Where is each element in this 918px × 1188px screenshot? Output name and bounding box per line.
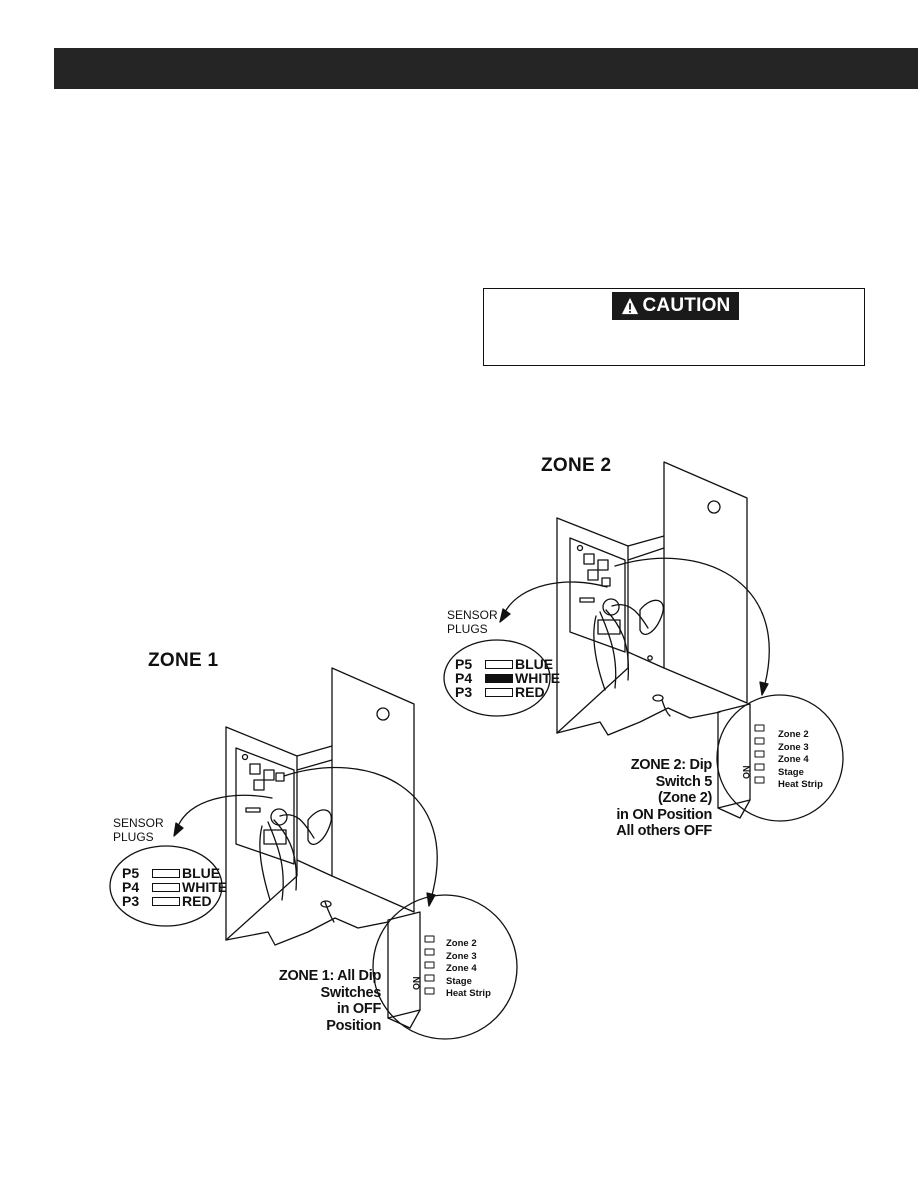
dip-label: Heat Strip xyxy=(446,988,491,999)
zone1-dip-labels: Zone 2 Zone 3 Zone 4 Stage Heat Strip xyxy=(446,938,491,1001)
plug-id: P4 xyxy=(122,879,140,895)
zone2-plug-p3: P3 RED xyxy=(455,685,545,699)
plug-id: P4 xyxy=(455,670,473,686)
zone2-dip-labels: Zone 2 Zone 3 Zone 4 Stage Heat Strip xyxy=(778,729,823,792)
caption-line: in ON Position xyxy=(616,806,712,823)
header-bar xyxy=(54,48,918,89)
dip-label: Zone 4 xyxy=(778,754,809,765)
zone2-caption: ZONE 2: Dip Switch 5 (Zone 2) in ON Posi… xyxy=(616,757,712,840)
zone2-unit xyxy=(443,461,844,822)
dip-label: Stage xyxy=(446,975,472,987)
zone1-plug-p3: P3 RED xyxy=(122,894,212,908)
plug-indicator xyxy=(485,687,513,697)
plug-indicator xyxy=(152,868,180,878)
plug-color: WHITE xyxy=(515,670,561,686)
zone2-sensor-label: SENSOR PLUGS xyxy=(447,608,498,636)
warning-triangle-icon xyxy=(621,297,638,315)
zone2-title: ZONE 2 xyxy=(541,455,612,476)
caption-line: Position xyxy=(326,1017,381,1034)
caption-line: (Zone 2) xyxy=(658,790,712,806)
dip-label: Stage xyxy=(778,766,804,778)
plug-indicator xyxy=(152,896,180,906)
plug-id: P5 xyxy=(122,865,140,881)
plug-id: P3 xyxy=(455,684,473,700)
zone1-title: ZONE 1 xyxy=(148,650,219,671)
caption-line: ZONE 2: Dip xyxy=(630,757,713,773)
plug-id: P5 xyxy=(455,656,473,672)
dip-label: Zone 2 xyxy=(778,729,809,740)
caption-line: Switches xyxy=(320,984,382,1001)
caption-line: All others OFF xyxy=(616,823,712,839)
dip-label: Zone 2 xyxy=(446,938,477,949)
zone2-plug-p5: P5 BLUE xyxy=(455,657,553,671)
zone1-sensor-label: SENSOR PLUGS xyxy=(113,816,164,844)
dip-label: Zone 4 xyxy=(446,963,477,974)
zone2-sensor-label-line1: SENSOR xyxy=(447,608,498,622)
zone2-plug-p4: P4 WHITE xyxy=(455,671,560,685)
zone1-unit xyxy=(109,667,518,1040)
caution-badge: CAUTION xyxy=(612,292,739,320)
caption-line: ZONE 1: All Dip xyxy=(278,968,381,984)
caution-box: CAUTION xyxy=(483,288,865,366)
plug-color: RED xyxy=(182,893,212,909)
plug-indicator xyxy=(152,882,180,892)
plug-id: P3 xyxy=(122,893,140,909)
plug-indicator xyxy=(485,673,513,683)
zone2-dip-on-label: ON xyxy=(741,765,752,780)
plug-color: RED xyxy=(515,684,545,700)
caption-line: Switch 5 xyxy=(655,773,713,790)
plug-color: BLUE xyxy=(182,865,221,881)
zone2-sensor-label-line2: PLUGS xyxy=(447,622,488,636)
zone1-dip-on-label: ON xyxy=(411,976,422,991)
dip-label: Zone 3 xyxy=(778,741,809,753)
dip-label: Heat Strip xyxy=(778,779,823,790)
caution-label: CAUTION xyxy=(642,295,731,316)
zone1-caption: ZONE 1: All Dip Switches in OFF Position xyxy=(279,968,381,1034)
zone1-plug-p5: P5 BLUE xyxy=(122,866,220,880)
dip-label: Zone 3 xyxy=(446,950,477,962)
plug-indicator xyxy=(485,659,513,669)
caption-line: in OFF xyxy=(336,1001,381,1017)
zone1-sensor-label-line1: SENSOR xyxy=(113,816,164,830)
plug-color: BLUE xyxy=(515,656,554,672)
plug-color: WHITE xyxy=(182,879,228,895)
zone1-sensor-label-line2: PLUGS xyxy=(113,830,154,844)
zone1-plug-p4: P4 WHITE xyxy=(122,880,227,894)
